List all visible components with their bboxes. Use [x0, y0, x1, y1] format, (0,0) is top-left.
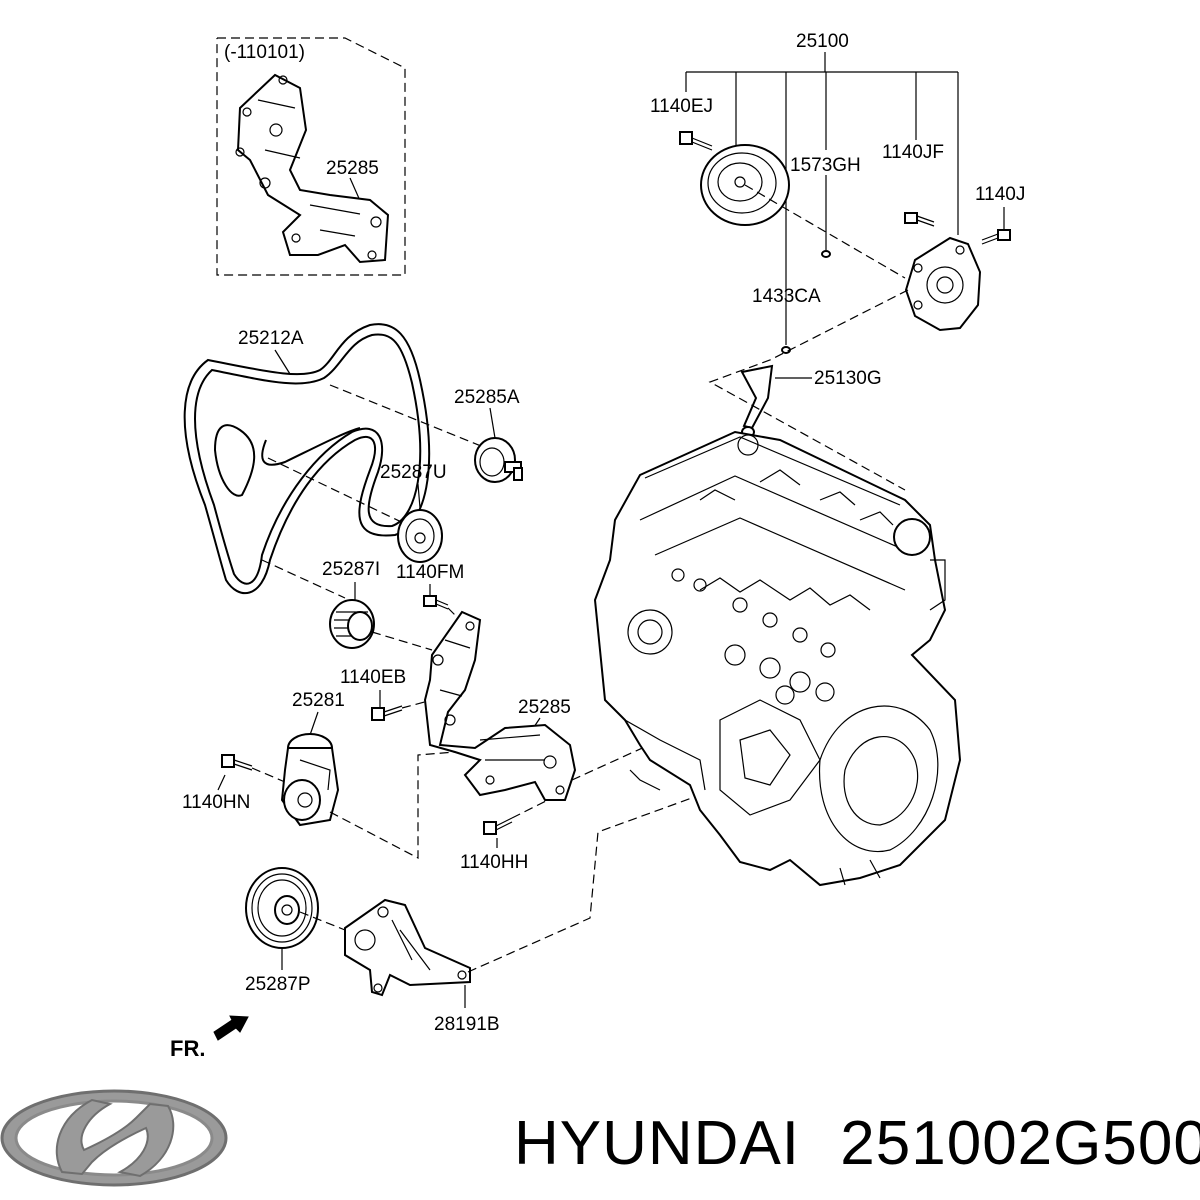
front-direction-marker: FR. [170, 1015, 249, 1061]
pump-gasket [740, 364, 774, 438]
callout-1140J: 1140J [975, 184, 1025, 205]
idler-pulley-25285A [474, 437, 523, 483]
accessory-bracket-group: 1140FM 1140EB 25285 25281 [182, 562, 716, 873]
water-pump-body [904, 236, 982, 332]
bolt-1140EJ [679, 131, 713, 151]
idler-pulley-25287I [329, 599, 375, 649]
callout-25285-mid: 25285 [518, 697, 571, 718]
bolt-1140J [981, 229, 1011, 245]
idler-pulley-25287U [397, 509, 443, 563]
lower-idler-group: 25287P 28191B [245, 794, 701, 1035]
callout-1433CA: 1433CA [752, 286, 821, 307]
accessory-bracket-25285 [423, 610, 577, 801]
part-caption: HYUNDAI 251002G500 [514, 1108, 1200, 1178]
belt-tensioner-25281 [280, 733, 340, 827]
part-number: 251002G500 [840, 1109, 1200, 1178]
front-label: FR. [170, 1036, 205, 1061]
bolt-1140FM [423, 595, 449, 610]
bolt-1140HN [221, 754, 253, 771]
callout-1140FM: 1140FM [396, 562, 464, 583]
callout-25100: 25100 [796, 31, 849, 52]
callout-1140EJ: 1140EJ [650, 96, 713, 117]
callout-110101: (-110101) [224, 42, 305, 63]
callout-25287I: 25287I [322, 559, 380, 580]
alternator-bracket-old [235, 73, 390, 264]
callout-1573GH: 1573GH [790, 155, 861, 176]
bolt-1140EB [371, 705, 403, 721]
callout-25285-top: 25285 [326, 158, 379, 179]
callout-25287P: 25287P [245, 974, 311, 995]
callout-1140HN: 1140HN [182, 792, 250, 813]
bolt-1140JF [904, 212, 935, 227]
callout-1140JF: 1140JF [882, 142, 944, 163]
drive-belt-group: 25212A 25285A 25287U 25287I [183, 323, 523, 651]
callout-1140EB: 1140EB [340, 667, 406, 688]
brand-name: HYUNDAI [514, 1109, 801, 1178]
callout-28191B: 28191B [434, 1014, 500, 1035]
water-pump-group: 25100 1140EJ 1573GH 1140JF 1140J 1433CA [650, 31, 1025, 491]
idler-bracket-28191B [344, 898, 471, 997]
bolt-1140HH [483, 817, 513, 835]
callout-25281: 25281 [292, 690, 345, 711]
callout-25212A: 25212A [238, 328, 304, 349]
callout-25287U: 25287U [380, 462, 447, 483]
engine-block [593, 430, 962, 887]
hyundai-logo [0, 1089, 228, 1187]
callout-25285A: 25285A [454, 387, 520, 408]
idler-pulley-25287P [245, 867, 319, 949]
drive-belt [183, 323, 431, 595]
inset-bracket-group: (-110101) 25285 [216, 37, 406, 276]
callout-1140HH: 1140HH [460, 852, 528, 873]
front-arrow-icon [213, 1015, 249, 1041]
callout-25130G: 25130G [814, 368, 882, 389]
